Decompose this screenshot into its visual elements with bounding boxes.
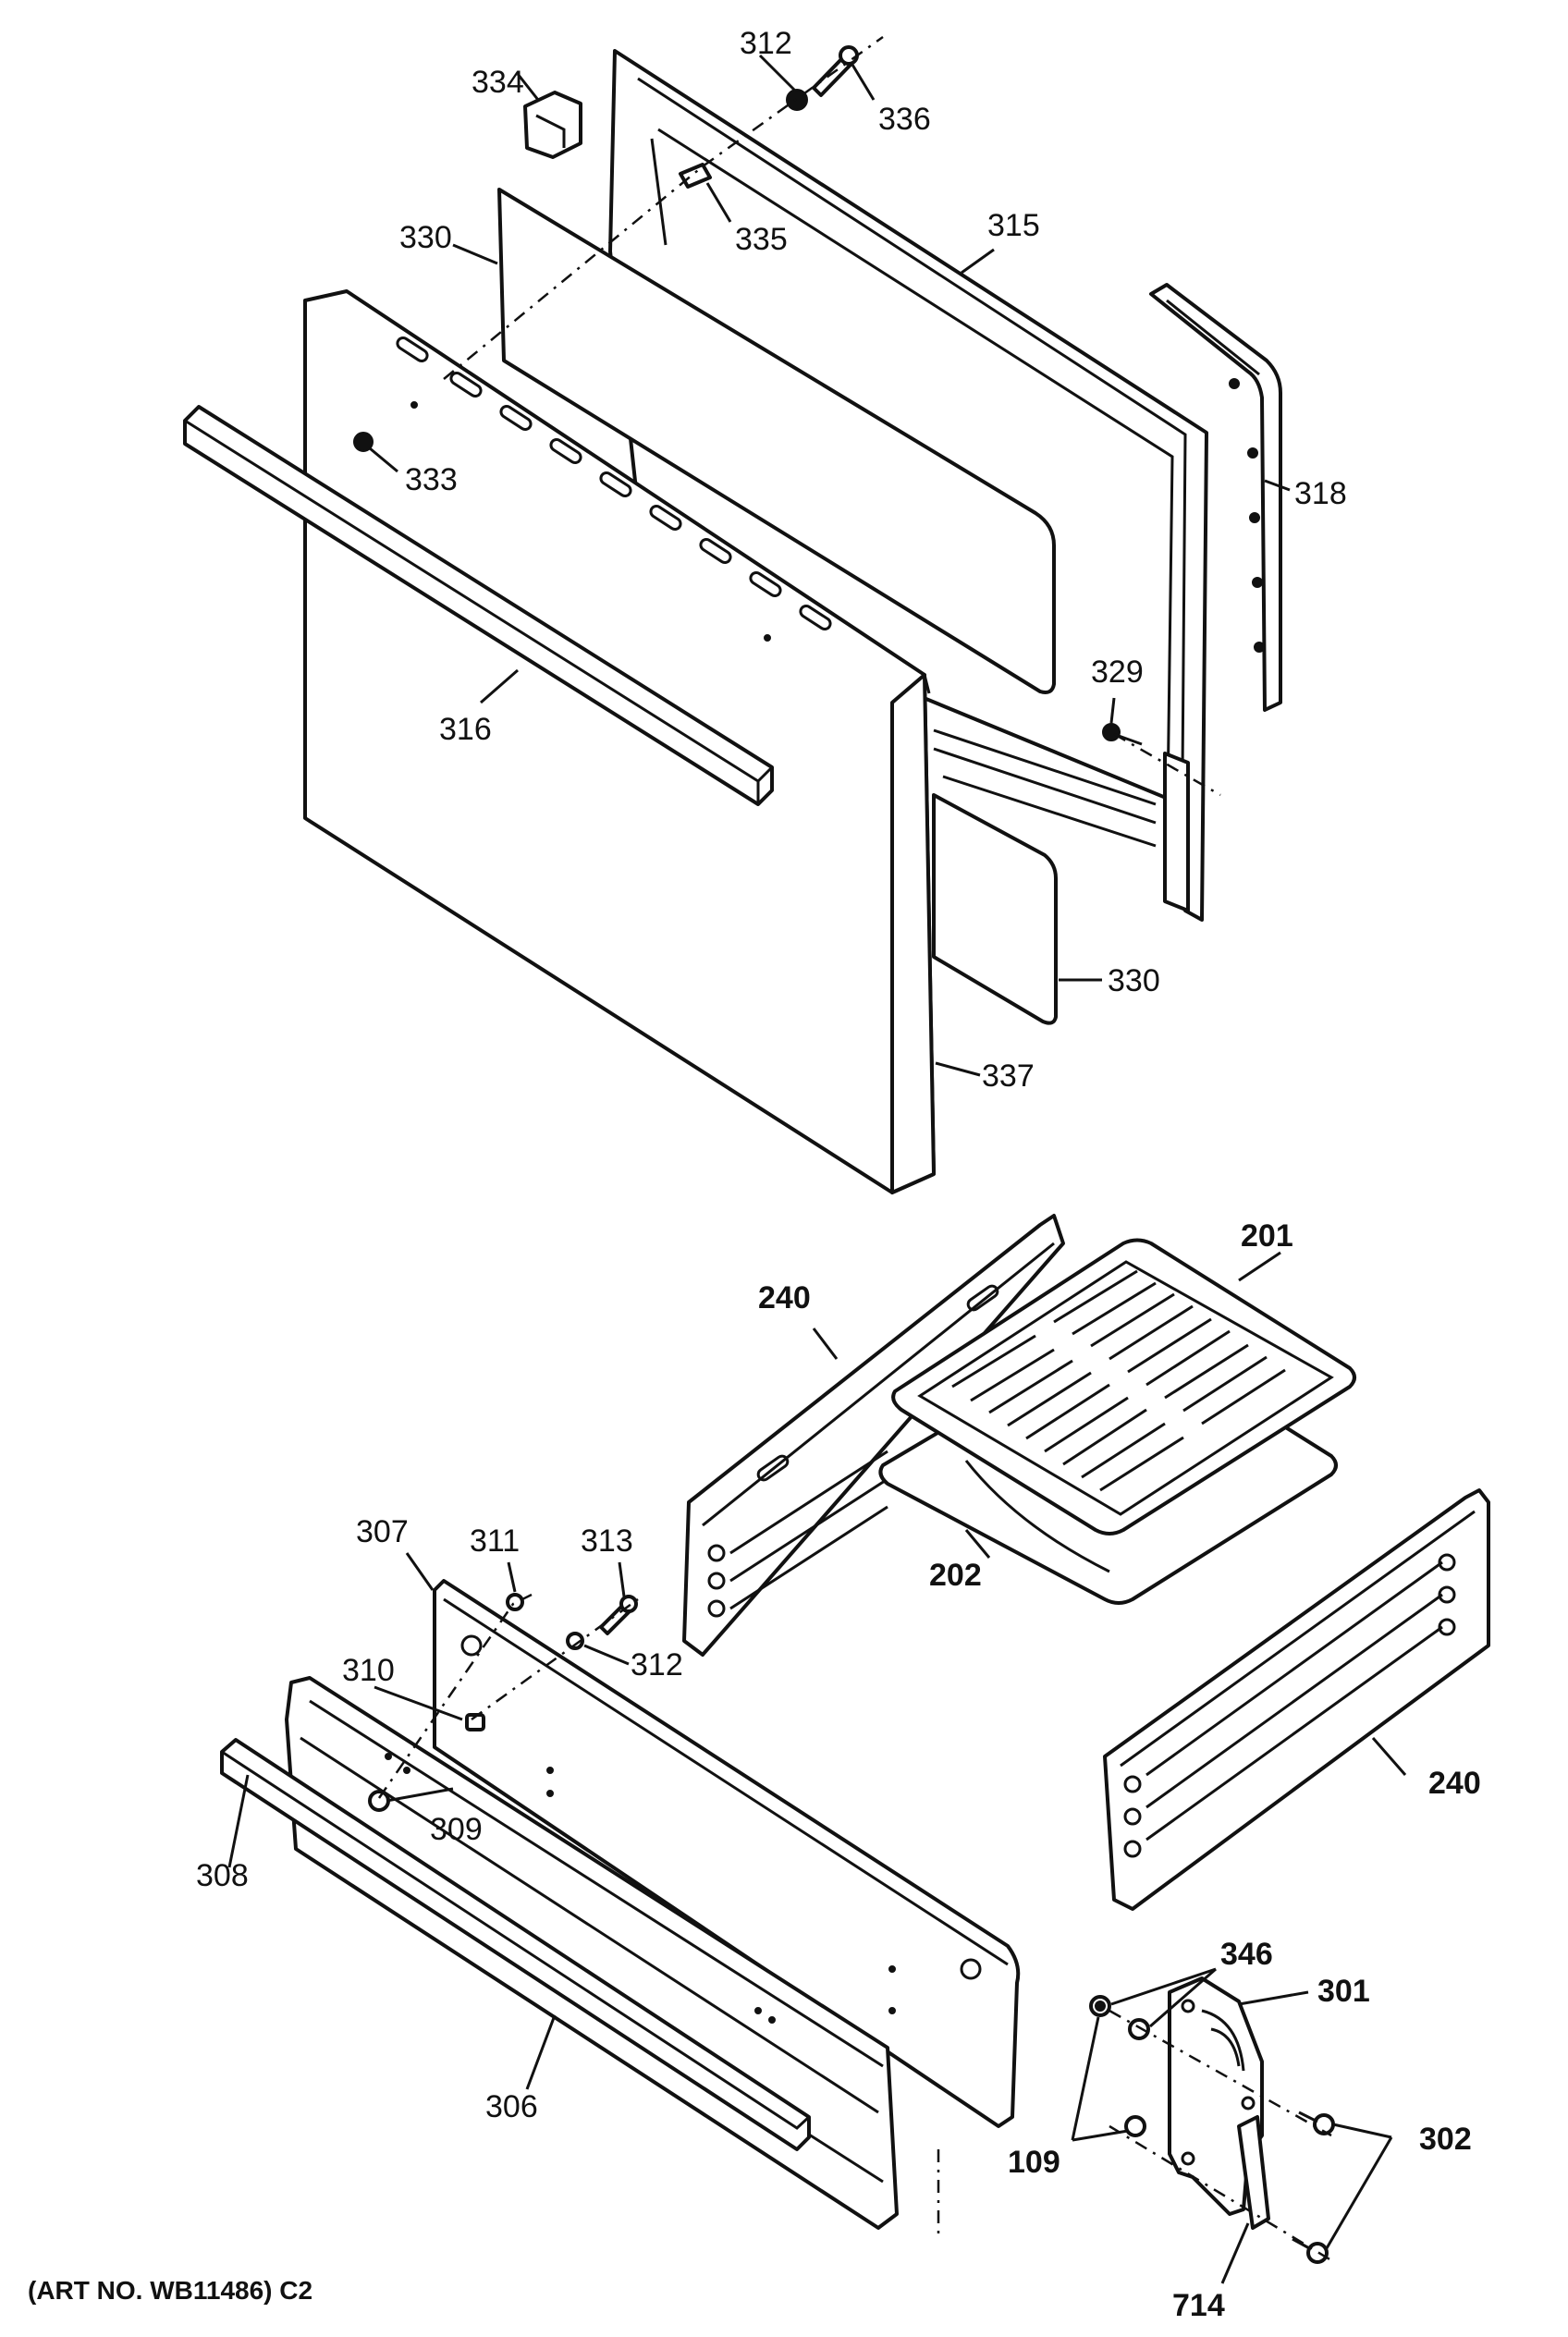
label-311: 311 xyxy=(470,1523,520,1559)
outer-door-panel-part-337 xyxy=(303,289,936,1194)
screw-part-302-b xyxy=(1292,2237,1329,2264)
glass-panel-part-330-lower xyxy=(932,793,1058,1025)
label-310: 310 xyxy=(342,1653,395,1688)
label-330-lower: 330 xyxy=(1108,963,1160,998)
label-313: 313 xyxy=(581,1523,633,1559)
nut-part-311 xyxy=(506,1593,524,1611)
washer-part-312-lower xyxy=(566,1632,584,1650)
label-109: 109 xyxy=(1008,2145,1060,2180)
glass-panel-part-330-upper xyxy=(497,188,1056,694)
label-337: 337 xyxy=(982,1058,1035,1094)
label-301: 301 xyxy=(1317,1974,1370,2009)
screw-part-302-a xyxy=(1298,2111,1335,2135)
label-202: 202 xyxy=(929,1558,982,1593)
washer-part-346-b xyxy=(1128,2018,1150,2040)
label-714: 714 xyxy=(1172,2288,1225,2323)
label-318: 318 xyxy=(1294,476,1347,511)
nut-part-109-a xyxy=(1095,2001,1106,2012)
hinge-part-714 xyxy=(1237,2115,1270,2230)
label-346: 346 xyxy=(1220,1937,1273,1972)
label-330-upper: 330 xyxy=(399,220,452,255)
vent-slots xyxy=(396,336,832,631)
drawer-inner-panel-part-307 xyxy=(433,1579,1021,2128)
label-309: 309 xyxy=(430,1812,483,1847)
label-307: 307 xyxy=(356,1514,409,1549)
label-312-lower: 312 xyxy=(631,1647,683,1682)
label-329: 329 xyxy=(1091,655,1144,690)
part-labels: 312 334 336 335 330 315 318 333 329 316 … xyxy=(196,26,1481,2323)
label-306: 306 xyxy=(485,2089,538,2124)
label-240-left: 240 xyxy=(758,1280,811,1315)
label-336: 336 xyxy=(878,102,931,137)
nut-part-312-top xyxy=(786,89,808,111)
label-302: 302 xyxy=(1419,2122,1472,2157)
broiler-grid-part-201 xyxy=(891,1238,1356,1536)
label-201: 201 xyxy=(1241,1218,1293,1254)
label-240-right: 240 xyxy=(1428,1766,1481,1801)
screw-part-329 xyxy=(1102,723,1143,746)
drawer-handle-part-308 xyxy=(220,1738,811,2151)
label-316: 316 xyxy=(439,712,492,747)
gasket-part-318 xyxy=(1149,283,1282,712)
label-333: 333 xyxy=(405,462,458,497)
label-315: 315 xyxy=(987,208,1040,243)
label-308: 308 xyxy=(196,1858,249,1893)
screw-part-313 xyxy=(599,1595,638,1635)
art-number-caption: (ART NO. WB11486) C2 xyxy=(28,2276,313,2305)
nut-part-109-b xyxy=(1124,2115,1146,2137)
side-panel-part-240-right xyxy=(1103,1488,1490,1911)
label-334: 334 xyxy=(472,65,524,100)
door-handle-part-316 xyxy=(183,405,774,806)
clip-part-334 xyxy=(523,91,582,159)
nut-part-333 xyxy=(353,432,374,452)
label-312-top: 312 xyxy=(740,26,792,61)
nut-part-309 xyxy=(368,1790,390,1812)
side-panel-part-240-left xyxy=(682,1214,1065,1657)
hinge-bracket-part-301 xyxy=(1168,1976,1264,2216)
leader-lines xyxy=(227,54,1407,2284)
hinge-pin-part-335 xyxy=(679,163,712,189)
label-335: 335 xyxy=(735,222,788,257)
